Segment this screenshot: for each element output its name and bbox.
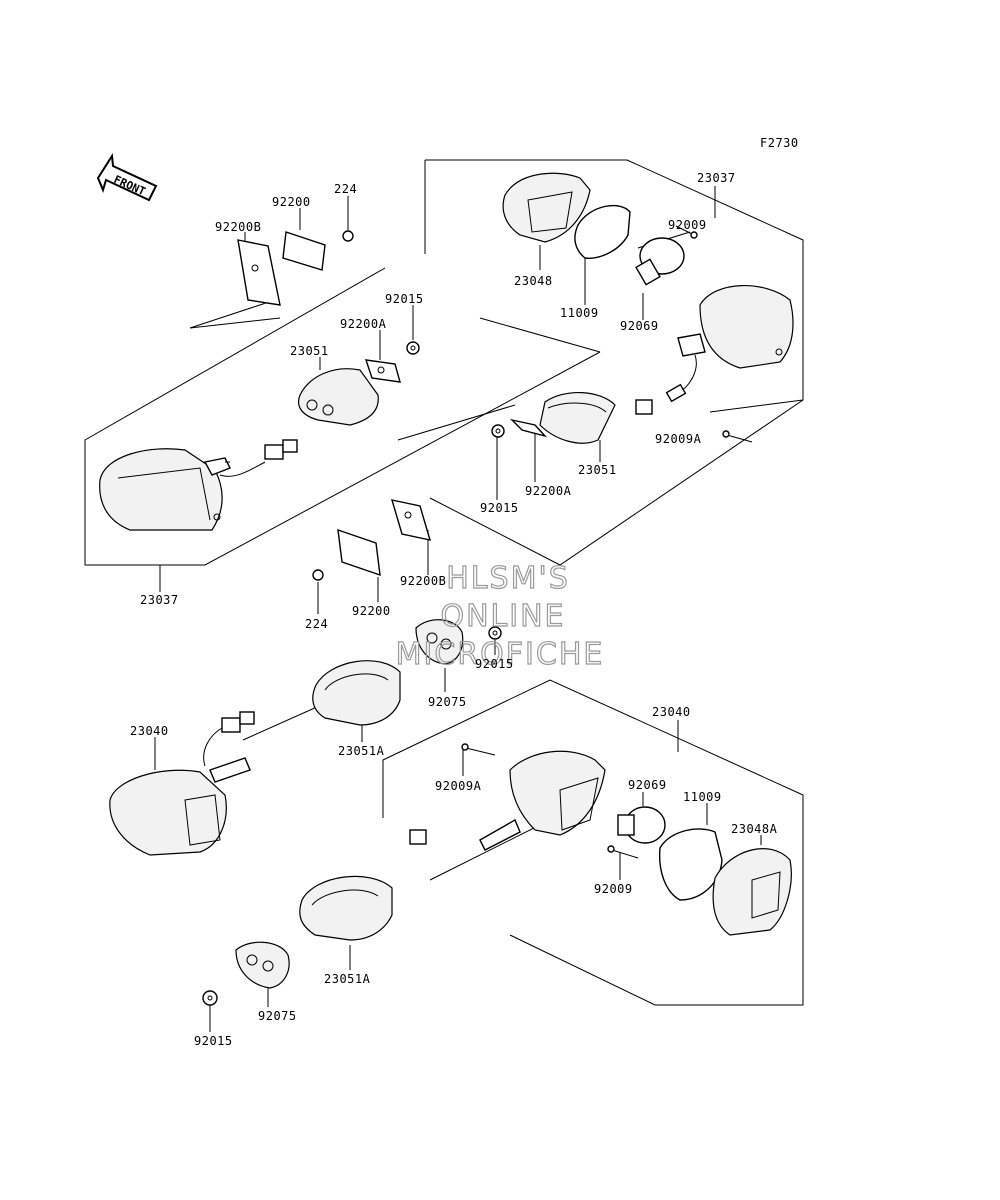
callout-label: 23048	[514, 274, 553, 288]
callout-label: 92069	[620, 319, 659, 333]
front-turn-signal-left	[109, 711, 255, 856]
callout-labels: 92200B 92200 224 92015 92200A 23051 2303…	[130, 171, 778, 1048]
group-outlines	[84, 159, 804, 1006]
callout-label: 23051	[290, 344, 329, 358]
callout-label: 23037	[697, 171, 736, 185]
callout-label: 23040	[652, 705, 691, 719]
callout-label: 92200	[352, 604, 391, 618]
housing-23051a-upper	[312, 660, 401, 726]
callout-label: 23040	[130, 724, 169, 738]
rear-lens-23048	[502, 172, 591, 243]
rear-turn-signal-left	[99, 439, 298, 531]
callout-label: 92009	[594, 882, 633, 896]
rear-turn-signal-right	[635, 284, 794, 415]
bracket-92200-top	[282, 231, 326, 271]
callout-label: 92200B	[215, 220, 261, 234]
watermark-line-1: HLSM'S	[446, 561, 570, 596]
bolt-224-mid	[312, 569, 324, 581]
gasket-11009-rear	[574, 204, 631, 259]
housing-23051a-lower	[299, 875, 393, 941]
front-turn-signal-right	[409, 750, 606, 851]
plate-92200b-mid	[390, 499, 432, 541]
callout-label: 23051A	[324, 972, 371, 986]
bracket-92200-mid	[337, 528, 381, 577]
housing-23051-right	[539, 391, 616, 444]
callout-label: 92015	[385, 292, 424, 306]
bulb-92069-front	[617, 806, 666, 844]
callout-label: 92200A	[525, 484, 572, 498]
callout-label: 92015	[194, 1034, 233, 1048]
callout-label: 92200A	[340, 317, 387, 331]
grommet-92075-mid	[415, 619, 464, 665]
screw-92009a-rear	[722, 430, 753, 443]
nut-92015-lower	[202, 990, 218, 1006]
callout-label: 92015	[480, 501, 519, 515]
callout-label: 92015	[475, 657, 514, 671]
callout-label: 11009	[683, 790, 722, 804]
watermark-line-2: ONLINE	[440, 599, 565, 634]
callout-label: 224	[305, 617, 328, 631]
nut-92015-left	[406, 341, 420, 355]
plate-92200b-top	[237, 239, 281, 306]
grommet-92075-lower	[235, 941, 290, 989]
nut-92015-right	[491, 424, 505, 438]
callout-label: 92200B	[400, 574, 446, 588]
callout-label: 23051A	[338, 744, 385, 758]
lens-23048a-front	[712, 848, 792, 936]
callout-label: 92069	[628, 778, 667, 792]
callout-label: 23048A	[731, 822, 778, 836]
screw-92009a-front	[461, 743, 496, 756]
callout-label: 92009	[668, 218, 707, 232]
screw-92009-rear	[675, 225, 698, 239]
plate-92200a-right	[509, 418, 548, 438]
callout-label: 92075	[258, 1009, 297, 1023]
bulb-92069-rear	[635, 237, 685, 286]
housing-23051-left	[297, 368, 379, 426]
front-arrow-icon: FRONT	[96, 153, 158, 202]
callout-label: 224	[334, 182, 357, 196]
nut-92015-mid	[488, 626, 502, 640]
plate-92200a-left	[364, 359, 401, 383]
callout-label: 92009A	[435, 779, 482, 793]
callout-label: 11009	[560, 306, 599, 320]
callout-label: 23037	[140, 593, 179, 607]
bolt-224-top	[342, 230, 354, 242]
callout-label: 92200	[272, 195, 311, 209]
watermark-line-3: MICROFICHE	[396, 637, 605, 672]
callout-label: 92009A	[655, 432, 702, 446]
callout-label: 23051	[578, 463, 617, 477]
watermark: HLSM'S ONLINE MICROFICHE	[395, 560, 605, 672]
gasket-11009-front	[658, 828, 723, 901]
screw-92009-front	[607, 845, 639, 859]
figure-code: F2730	[760, 136, 799, 150]
callout-label: 92075	[428, 695, 467, 709]
